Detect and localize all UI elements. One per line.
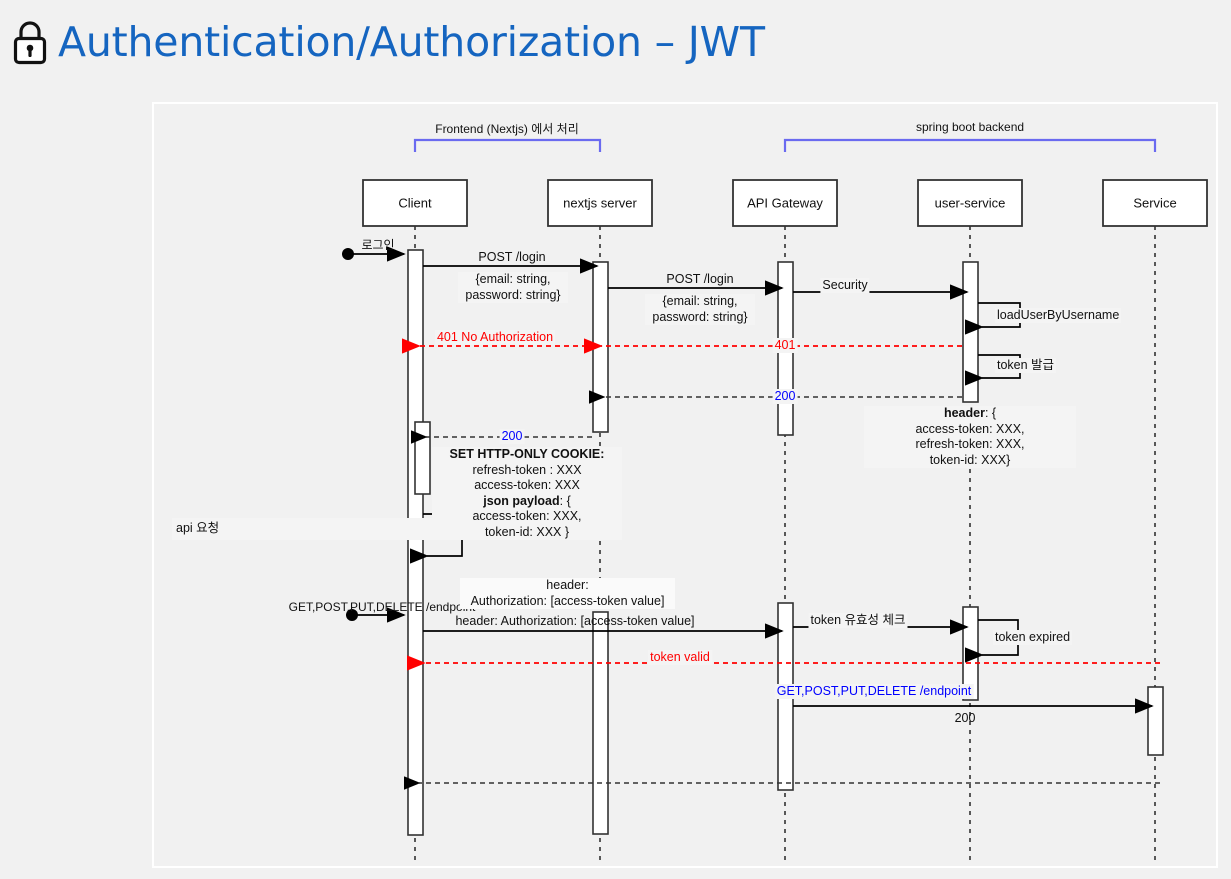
message-label-token-valid: GET,POST,PUT,DELETE /endpoint	[774, 684, 974, 699]
participant-label-service: Service	[1133, 195, 1177, 211]
message-label-endpoint-gateway-service: 200	[954, 711, 976, 725]
message-note-auth-header: header: Authorization: [access-token val…	[460, 578, 675, 609]
activation-userservice-1	[962, 261, 979, 403]
participant-box-service[interactable]	[1102, 179, 1208, 227]
message-label-200-userservice-nextjs: 200	[772, 389, 798, 404]
participant-label-gateway: API Gateway	[747, 195, 823, 211]
message-note-default-request-header: api 요청	[172, 518, 447, 540]
message-label-post-login-2: POST /login	[666, 272, 734, 286]
message-label-security-2: token 유효성 체크	[808, 613, 908, 628]
activation-client-nested	[414, 421, 431, 495]
lock-icon	[10, 18, 50, 66]
page-title: Authentication/Authorization – JWT	[58, 18, 765, 66]
message-note-header-tokens: header: { access-token: XXX, refresh-tok…	[864, 406, 1076, 468]
page-header: Authentication/Authorization – JWT	[10, 12, 765, 72]
message-label-security-1: Security	[820, 278, 870, 293]
message-label-401: 401	[772, 338, 798, 353]
message-label-loaduserbyusername: loadUserByUsername	[995, 308, 1122, 323]
group-label-frontend: Frontend (Nextjs) 에서 처리	[431, 120, 583, 137]
message-note-set-cookie: SET HTTP-ONLY COOKIE: refresh-token : XX…	[432, 447, 622, 540]
message-label-api-request: GET,POST,PUT,DELETE /endpoint	[288, 600, 476, 614]
group-bracket-backend	[783, 138, 1157, 152]
participant-box-nextjs[interactable]	[547, 179, 653, 227]
participant-label-nextjs: nextjs server	[563, 195, 637, 211]
message-note-login-body-1: {email: string, password: string}	[458, 272, 568, 303]
participant-box-gateway[interactable]	[732, 179, 838, 227]
activation-client-main	[407, 249, 424, 836]
message-label-token-expired: token valid	[648, 650, 712, 665]
diagram-frame	[152, 102, 1218, 868]
activation-nextjs-2	[592, 611, 609, 835]
message-label-token-validity-check: token expired	[993, 630, 1073, 645]
message-label-post-login-1: POST /login	[478, 250, 546, 264]
group-bracket-frontend	[413, 138, 602, 152]
message-label-token-issue: token 발급	[995, 358, 1057, 373]
participant-label-userservice: user-service	[934, 195, 1006, 211]
message-label-200-nextjs-client: 200	[499, 429, 525, 444]
message-label-login: 로그인	[361, 238, 395, 252]
group-label-backend: spring boot backend	[911, 120, 1029, 134]
activation-service-1	[1147, 686, 1164, 756]
activation-nextjs-1	[592, 261, 609, 433]
message-label-endpoint-client-gateway: header: Authorization: [access-token val…	[455, 614, 695, 628]
message-note-login-body-2: {email: string, password: string}	[645, 294, 755, 325]
participant-box-client[interactable]	[362, 179, 468, 227]
participant-box-userservice[interactable]	[917, 179, 1023, 227]
participant-label-client: Client	[398, 195, 432, 211]
message-label-401-no-authorization: 401 No Authorization	[434, 330, 556, 345]
